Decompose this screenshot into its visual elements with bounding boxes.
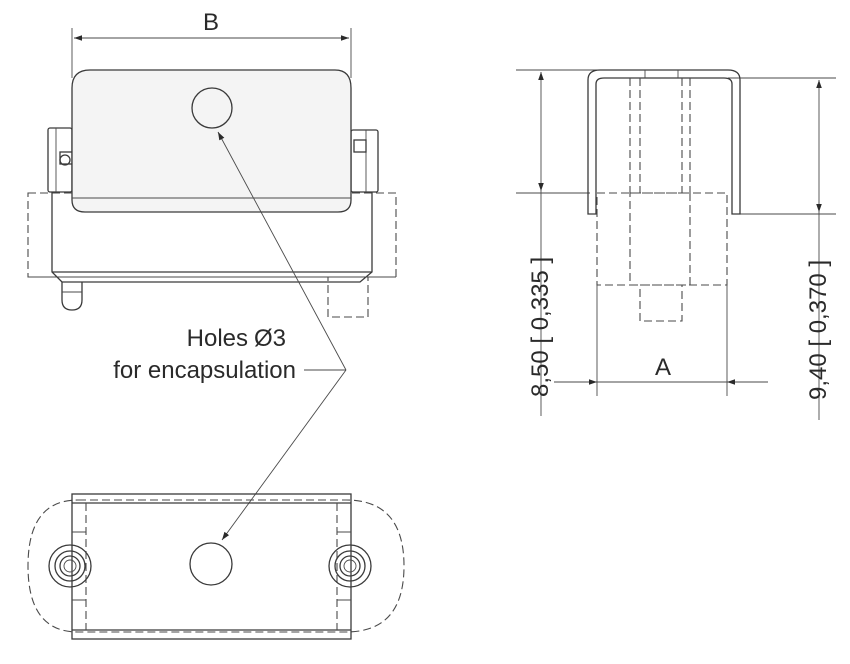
left-pin [61,282,83,311]
right-clip [350,129,379,193]
dimension-height-right: 9,40 [ 0,370 ] [805,80,832,420]
encapsulation-hole-front [191,87,233,129]
dimension-b-label: B [203,9,219,36]
holes-diameter: Ø3 [254,325,286,352]
side-view: 8,50 [ 0,335 ] 9,40 [ 0,370 ] A [516,69,836,420]
dimension-height-right-label: 9,40 [ 0,370 ] [805,260,832,400]
holes-label: Holes [187,325,248,352]
dimension-height-left: 8,50 [ 0,335 ] [527,72,554,416]
left-screw [48,544,92,588]
dimension-b: B [71,9,352,78]
left-clip [47,127,75,193]
holes-purpose: for encapsulation [113,357,296,384]
encapsulation-hole-top [189,542,233,586]
top-view [27,493,405,640]
right-pin [327,276,369,318]
dimension-height-left-label: 8,50 [ 0,335 ] [527,257,554,397]
dimension-a: A [554,285,768,396]
cover-body [71,69,352,213]
front-view: B [27,9,397,318]
right-screw [328,544,372,588]
dimension-a-label: A [655,354,671,381]
u-cover [587,69,741,215]
holes-callout: Holes Ø3 for encapsulation [113,131,347,541]
